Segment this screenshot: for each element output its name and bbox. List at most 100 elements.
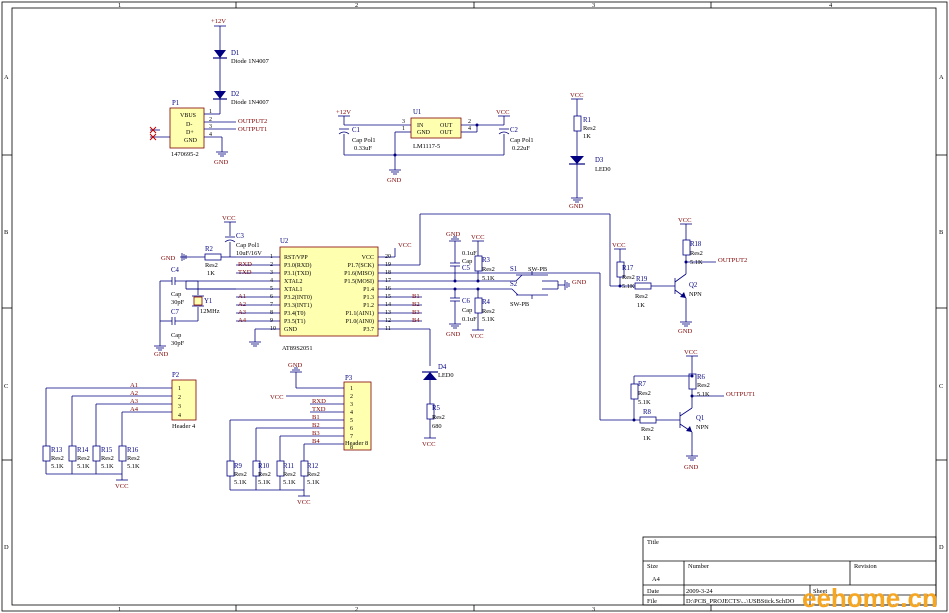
p3-body — [343, 381, 372, 451]
r16-type: Res2 — [127, 455, 140, 462]
r17-value: 5.1K — [622, 283, 635, 290]
p2-body — [171, 379, 197, 421]
u2-pin-number: 2 — [270, 262, 273, 268]
row-label: D — [939, 544, 944, 551]
r19-ref: R19 — [636, 276, 648, 283]
r6-value: 5.1K — [697, 391, 710, 398]
usb-input-section: +12V D1 Diode 1N4007 D2 Diode 1N4007 P1 … — [149, 18, 270, 166]
p3-num: 5 — [350, 418, 353, 424]
p2-num: 3 — [178, 404, 181, 410]
r2-ref: R2 — [205, 246, 214, 253]
r12-value: 5.1K — [307, 479, 320, 486]
c1-type: Cap Pol1 — [352, 137, 376, 144]
u2-pin-name: XTAL1 — [284, 287, 303, 293]
p1-ref: P1 — [172, 100, 179, 107]
output1-net-label: OUTPUT1 — [238, 126, 267, 133]
r10-ref: R10 — [258, 463, 270, 470]
p1-pin-vbus: VBUS — [180, 113, 196, 119]
s2-ref: S2 — [510, 281, 518, 288]
row-label: C — [4, 383, 8, 390]
u2-ref: U2 — [280, 238, 289, 245]
power-12v-label: +12V — [336, 109, 351, 116]
number-label: Number — [688, 563, 710, 570]
regulator-section: +12V C1 Cap Pol1 0.33uF U1 IN GND OUT OU… — [336, 109, 534, 184]
u2-pin-name: RST/VPP — [284, 255, 308, 261]
c5-value: 0.1uF — [462, 250, 477, 257]
gnd-label: GND — [214, 159, 229, 166]
col-label: 4 — [829, 2, 833, 9]
u1-ref: U1 — [413, 109, 421, 116]
header-p3-section: P3 Header 8 1 2 3 4 5 6 7 8 — [226, 362, 372, 506]
gnd-label: GND — [154, 351, 169, 358]
net-b3-label: B3 — [312, 430, 320, 437]
output2-driver-section: VCC R17 Res2 5.1K R19 Res2 1K VCC R18 Re… — [419, 213, 747, 335]
revision-label: Revision — [854, 563, 878, 570]
u2-pin-name: P3.1(TXD) — [284, 270, 311, 277]
u2-pin-number: 1 — [270, 254, 273, 260]
p1-num: 3 — [209, 124, 212, 130]
title-label: Title — [647, 539, 659, 546]
p1-pin-gnd: GND — [184, 138, 198, 144]
r16-value: 5.1K — [127, 463, 140, 470]
p2-ref: P2 — [172, 372, 180, 379]
gnd-label: GND — [569, 203, 584, 210]
d3-ref: D3 — [595, 157, 604, 164]
power-12v-label: +12V — [211, 18, 226, 25]
led-d4-icon — [423, 372, 437, 380]
size-label: Size — [647, 563, 658, 570]
col-label: 1 — [118, 606, 121, 613]
r9-ref: R9 — [234, 463, 243, 470]
q2-ref: Q2 — [689, 282, 698, 289]
r9-type: Res2 — [234, 471, 247, 478]
gnd-label: GND — [161, 255, 176, 262]
r11-value: 5.1K — [283, 479, 296, 486]
diode-d2-icon — [214, 91, 226, 99]
s1-type: SW-PB — [528, 266, 547, 273]
net-a1-label: A1 — [130, 382, 138, 389]
u2-pin-number: 5 — [270, 286, 273, 292]
d3-value: LED0 — [595, 166, 611, 173]
p3-num: 4 — [350, 410, 353, 416]
gnd-label: GND — [684, 464, 699, 471]
output2-net-label: OUTPUT2 — [238, 118, 267, 125]
p1-part: 1470695-2 — [171, 151, 199, 158]
net-txd-label: TXD — [312, 406, 326, 413]
u1-pin-out: OUT — [440, 123, 453, 129]
u2-pin-number: 9 — [270, 318, 273, 324]
r17-ref: R17 — [622, 265, 634, 272]
u2-pin-name: P1.4 — [363, 287, 374, 293]
col-label: 1 — [118, 2, 121, 9]
vcc-label: VCC — [470, 333, 484, 340]
npn-arrow-q1-icon — [686, 426, 692, 432]
header-p2-section: P2 Header 4 1 2 3 4 A1 A2 A3 A4 R13 Res2… — [42, 372, 197, 490]
r12-type: Res2 — [307, 471, 320, 478]
row-label: B — [4, 229, 8, 236]
r4-type: Res2 — [482, 308, 495, 315]
c4-type: Cap — [171, 291, 181, 298]
gnd-label: GND — [446, 331, 461, 338]
output2-net-label: OUTPUT2 — [718, 257, 747, 264]
u2-pin-name: P3.2(INT0) — [284, 294, 312, 301]
size-value: A4 — [652, 576, 661, 583]
u2-pin-number: 15 — [385, 294, 391, 300]
p1-num: 1 — [209, 109, 212, 115]
r16-ref: R16 — [127, 447, 139, 454]
row-label: A — [939, 74, 944, 81]
u2-pin-name: P3.5(T1) — [284, 318, 306, 325]
vcc-label: VCC — [422, 441, 436, 448]
r3-type: Res2 — [482, 266, 495, 273]
u2-pin-number: 7 — [270, 302, 273, 308]
r8-ref: R8 — [643, 409, 652, 416]
r1-type: Res2 — [583, 125, 596, 132]
p2-part: Header 4 — [172, 423, 196, 430]
r5-ref: R5 — [432, 405, 441, 412]
frame-labels: 1 2 3 4 1 2 3 A B C D A B C D — [4, 2, 944, 613]
d4-value: LED0 — [438, 372, 454, 379]
u2-left-net-label: TXD — [238, 269, 252, 276]
u1-num: 2 — [468, 119, 471, 125]
r7-type: Res2 — [638, 390, 651, 397]
u2-left-net-label: A2 — [238, 301, 246, 308]
r15-type: Res2 — [101, 455, 114, 462]
net-b2-label: B2 — [312, 422, 320, 429]
